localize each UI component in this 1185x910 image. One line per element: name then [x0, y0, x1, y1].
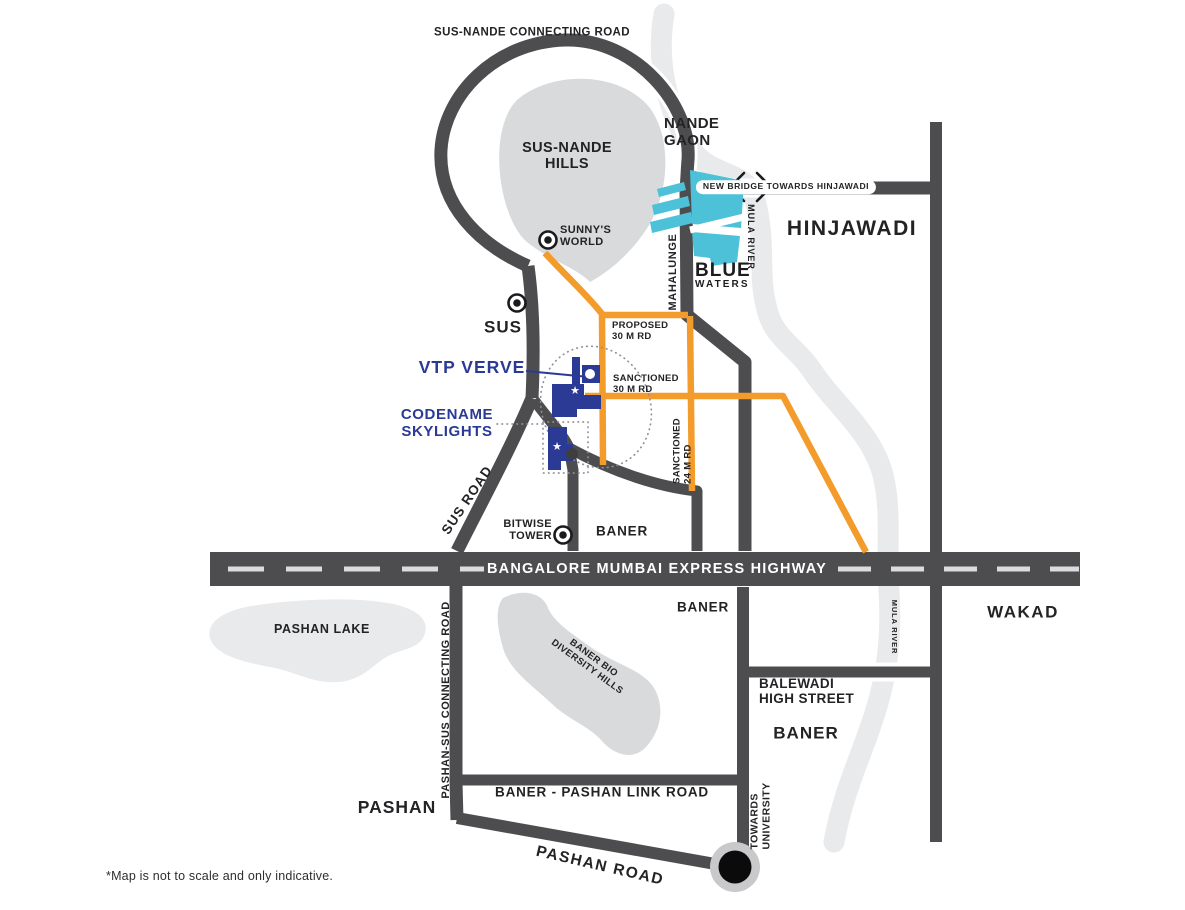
label-mula-river-right: MULA RIVER: [890, 599, 900, 655]
sus-road: [451, 395, 538, 554]
label-pashan: PASHAN: [357, 797, 437, 818]
label-mahalunge: MAHALUNGE: [666, 233, 679, 311]
sus-marker: [507, 293, 527, 313]
orange-roads: [542, 250, 869, 554]
codename-skylights-building: [548, 427, 573, 470]
label-sunnys-world: SUNNY'S WORLD: [560, 224, 612, 249]
orange-vertical-west: [598, 313, 607, 466]
label-pashan-sus-connecting-road: PASHAN-SUS CONNECTING ROAD: [439, 601, 452, 799]
vtp-verve-building: [552, 384, 601, 417]
university-terminus-marker: [710, 842, 760, 892]
sus-nande-hills-area: [499, 78, 666, 282]
skylights-boundary: [542, 421, 589, 474]
express-highway: [210, 552, 1080, 586]
label-baner-below-highway: BANER: [676, 599, 730, 615]
label-codename-skylights: CODENAME SKYLIGHTS: [400, 406, 494, 440]
label-express-highway: BANGALORE MUMBAI EXPRESS HIGHWAY: [487, 560, 827, 577]
map-disclaimer: *Map is not to scale and only indicative…: [106, 869, 334, 883]
label-vtp-verve: VTP VERVE: [418, 357, 526, 378]
label-proposed-30m-rd: PROPOSED 30 M RD: [612, 320, 669, 342]
label-balewadi-high-street: BALEWADI HIGH STREET: [759, 676, 855, 707]
terrain-blobs: [209, 78, 666, 755]
mahalunge-road: [679, 187, 752, 551]
sunnys-world-marker: [538, 230, 558, 250]
bitwise-tower-marker: [553, 525, 573, 545]
sus-nande-connecting-road: [434, 33, 695, 272]
sanctioned-30m-road: [585, 392, 869, 554]
vtp-verve-tower: [572, 357, 580, 397]
sus-village-road: [521, 265, 540, 399]
blue-waters-logo-line1: BLUE: [695, 260, 751, 281]
star-icon: ★: [552, 440, 562, 453]
label-sus: SUS: [484, 317, 522, 337]
label-baner-right: BANER: [773, 723, 839, 743]
label-nande-gaon: NANDE GAON: [664, 115, 720, 149]
label-baner-above-highway: BANER: [595, 523, 649, 539]
label-baner-pashan-link-road: BANER - PASHAN LINK ROAD: [495, 784, 709, 800]
star-icon: ★: [570, 384, 580, 397]
blue-waters-logo-line2: WATERS: [695, 279, 750, 291]
poi-markers: [507, 230, 760, 892]
label-towards-university: TOWARDS UNIVERSITY: [748, 782, 772, 850]
vtp-verve-boundary: [539, 345, 653, 469]
vtp-marker-dot: [585, 369, 595, 379]
label-pashan-lake: PASHAN LAKE: [274, 622, 370, 636]
label-bitwise-tower: BITWISE TOWER: [503, 518, 552, 543]
baner-bio-diversity-hills-area: [497, 592, 661, 755]
pashan-lake-area: [209, 599, 426, 683]
orange-hill-link: [542, 250, 605, 316]
label-sus-nande-connecting-road: SUS-NANDE CONNECTING ROAD: [434, 26, 630, 39]
site-boundaries: [496, 345, 653, 474]
sanctioned-24m-road: [686, 315, 696, 492]
pashan-road: [455, 812, 734, 873]
label-sanctioned-24m-rd: SANCTIONED 24 M RD: [671, 418, 693, 484]
label-hinjawadi: HINJAWADI: [786, 217, 918, 241]
blue-waters-logo: BLUE WATERS: [695, 260, 751, 290]
mula-river: [650, 3, 901, 853]
roads: [434, 33, 942, 873]
label-new-bridge: NEW BRIDGE TOWARDS HINJAWADI: [695, 180, 877, 194]
label-sanctioned-30m-rd: SANCTIONED 30 M RD: [613, 373, 679, 395]
label-wakad: WAKAD: [987, 602, 1059, 622]
skylights-dot: [566, 448, 578, 460]
label-sus-nande-hills: SUS-NANDE HILLS: [522, 139, 612, 172]
blue-waters-buildings: [650, 170, 745, 266]
